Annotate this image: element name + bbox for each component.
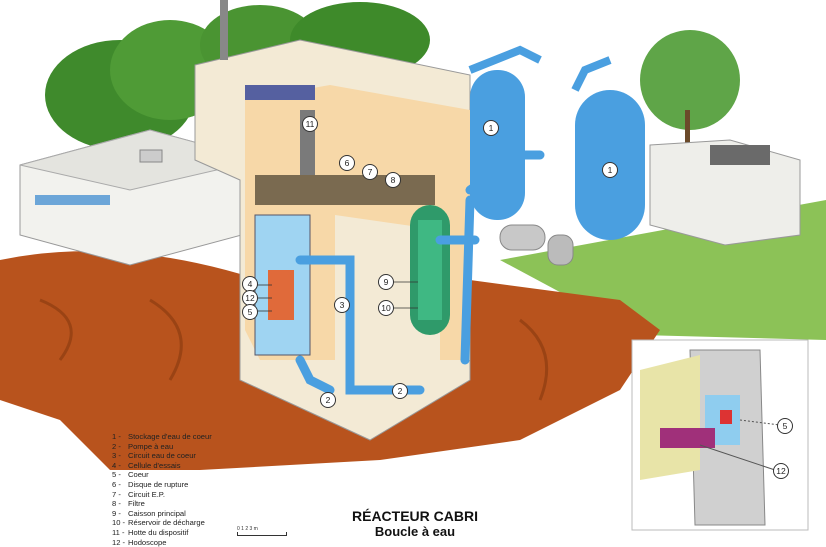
legend-label: Stockage d'eau de coeur <box>128 432 212 441</box>
legend-label: Coeur <box>128 470 149 480</box>
legend-number: 8 - <box>112 499 121 509</box>
legend-label: Hotte du dispositif <box>128 527 189 537</box>
legend-label: Hodoscope <box>128 537 167 547</box>
diagram-title: RÉACTEUR CABRI <box>352 508 478 524</box>
callout-6: 6 <box>339 155 355 171</box>
scale-ticks: 0 1 2 3 m <box>237 526 258 532</box>
legend-number: 5 - <box>112 470 121 480</box>
legend-row: 1 - Stockage d'eau de coeur <box>112 432 212 442</box>
legend-label: Circuit E.P. <box>128 489 165 499</box>
legend-label: Filtre <box>128 499 145 509</box>
diagram-subtitle: Boucle à eau <box>374 524 456 539</box>
legend-row: 4 - Cellule d'essais <box>112 461 212 471</box>
legend-number: 9 - <box>112 508 121 518</box>
callout-10: 10 <box>378 300 394 316</box>
legend-label: Pompe à eau <box>128 441 174 451</box>
legend-number: 12 - <box>112 537 126 547</box>
callout-7: 7 <box>362 164 378 180</box>
scale-bar-line <box>237 532 287 536</box>
legend-number: 6 - <box>112 479 121 489</box>
callout-8: 8 <box>385 172 401 188</box>
legend-number: 10 - <box>112 518 126 528</box>
legend-row: 11 -Hotte du dispositif <box>112 528 212 538</box>
legend-row: 5 - Coeur <box>112 470 212 480</box>
legend: 1 - Stockage d'eau de coeur 2 - Pompe à eau… <box>112 432 212 547</box>
callout-1-right-tank: 1 <box>602 162 618 178</box>
legend-row: 3 - Circuit eau de coeur <box>112 451 212 461</box>
callout-11: 11 <box>302 116 318 132</box>
scale-bar: 0 1 2 3 m <box>237 526 287 536</box>
legend-row: 12 -Hodoscope <box>112 538 212 547</box>
legend-row: 9 - Caisson principal <box>112 509 212 519</box>
callout-5: 5 <box>242 304 258 320</box>
callout-2-pump-left: 2 <box>320 392 336 408</box>
callout-2-pump-right: 2 <box>392 383 408 399</box>
annex-building <box>649 139 801 246</box>
legend-row: 7 - Circuit E.P. <box>112 490 212 500</box>
inset-detail <box>631 339 809 531</box>
callout-9: 9 <box>378 274 394 290</box>
callout-12-inset: 12 <box>773 463 789 479</box>
callout-3: 3 <box>334 297 350 313</box>
legend-row: 6 - Disque de rupture <box>112 480 212 490</box>
legend-label: Cellule d'essais <box>128 460 181 470</box>
title-block: RÉACTEUR CABRI Boucle à eau <box>330 508 500 540</box>
legend-row: 10 -Réservoir de décharge <box>112 518 212 528</box>
storage-tanks <box>468 45 645 266</box>
callout-1-left-tank: 1 <box>483 120 499 136</box>
legend-label: Circuit eau de coeur <box>128 451 196 461</box>
ground-texture <box>39 298 549 401</box>
callout-5-inset: 5 <box>777 418 793 434</box>
reactor-core <box>268 270 294 320</box>
main-vessel <box>410 205 450 335</box>
legend-number: 3 - <box>112 451 121 461</box>
legend-label: Caisson principal <box>128 508 186 518</box>
legend-label: Réservoir de décharge <box>128 518 205 528</box>
legend-label: Disque de rupture <box>128 479 189 489</box>
legend-row: 8 - Filtre <box>112 499 212 509</box>
callout-leaders <box>256 281 418 312</box>
legend-number: 7 - <box>112 489 121 499</box>
legend-number: 1 - <box>112 432 121 441</box>
legend-row: 2 - Pompe à eau <box>112 442 212 452</box>
legend-number: 11 - <box>112 527 125 537</box>
legend-number: 2 - <box>112 441 121 451</box>
legend-number: 4 - <box>112 460 121 470</box>
